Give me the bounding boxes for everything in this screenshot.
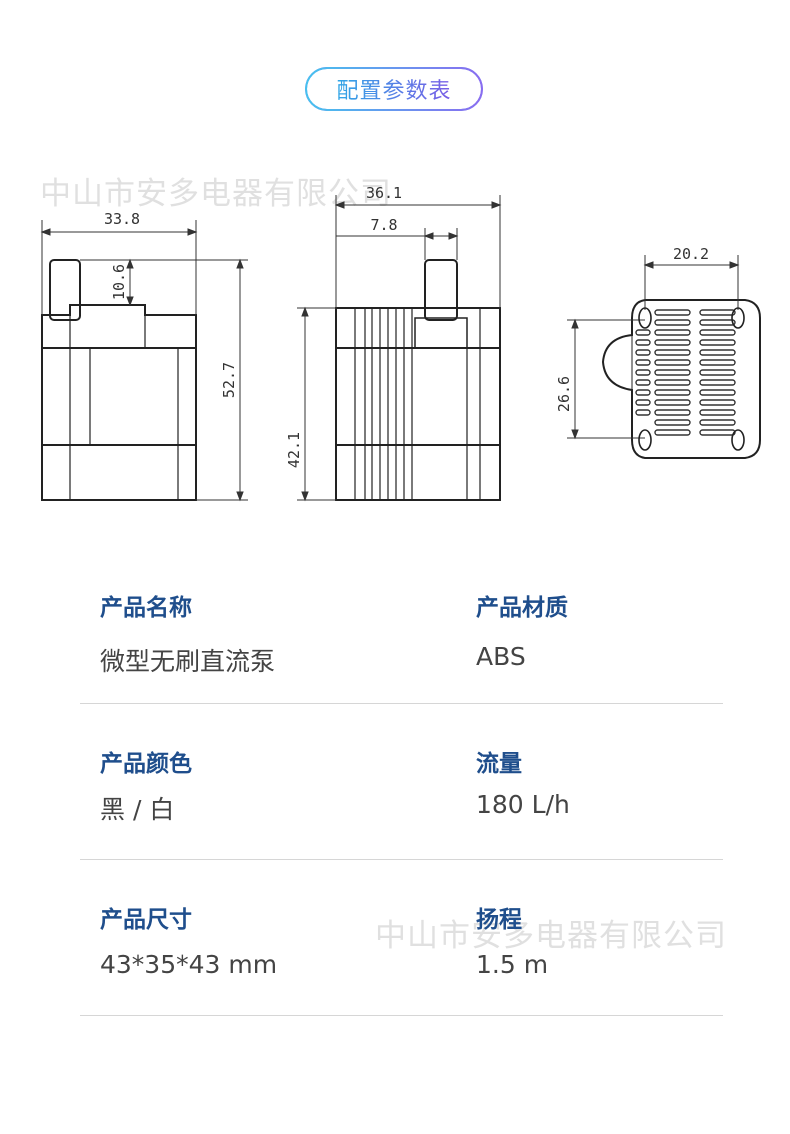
- spec-cell: 扬程 1.5 m: [476, 900, 548, 979]
- grille-slot: [699, 359, 736, 366]
- dim-side-pin-offset: 7.8: [370, 216, 397, 234]
- spec-value: 43*35*43 mm: [100, 950, 278, 979]
- grille-slot: [635, 349, 651, 356]
- spec-row-2: 产品颜色 黑 / 白 流量 180 L/h: [80, 704, 723, 860]
- grille-slot: [654, 349, 691, 356]
- dim-side-width: 36.1: [366, 184, 402, 202]
- grille-slot: [699, 379, 736, 386]
- spec-value: 微型无刷直流泵: [100, 647, 276, 676]
- watermark-top: 中山市安多电器有限公司: [40, 176, 392, 212]
- dim-front-pin: 10.6: [110, 264, 128, 300]
- grille-slot: [654, 309, 691, 316]
- grille-slot: [699, 329, 736, 336]
- technical-drawing: 33.8 10.6 52.7 36.1 7.8 42.1 20.2 26.6: [40, 184, 761, 502]
- spec-cell: 产品材质 ABS: [476, 588, 568, 671]
- grille-slot: [635, 329, 651, 336]
- spec-label: 扬程: [476, 907, 522, 933]
- section-title-pill: 配置参数表: [305, 67, 483, 111]
- dim-bottom-y: 26.6: [555, 376, 573, 412]
- section-title: 配置参数表: [336, 73, 451, 105]
- spec-label: 产品名称: [100, 595, 192, 621]
- spec-label: 产品材质: [476, 595, 568, 621]
- grille-slot: [699, 309, 736, 316]
- dim-front-height: 52.7: [220, 362, 238, 398]
- grille-slot: [654, 379, 691, 386]
- spec-row-3: 产品尺寸 43*35*43 mm 扬程 1.5 m: [80, 860, 723, 1016]
- side-view: [335, 259, 501, 501]
- grille-slot: [635, 359, 651, 366]
- spec-label: 产品尺寸: [100, 907, 192, 933]
- grille-slot: [654, 329, 691, 336]
- front-view: [41, 259, 197, 501]
- grille-slot: [699, 389, 736, 396]
- grille-slot: [699, 339, 736, 346]
- grille-slot: [654, 409, 691, 416]
- grille-slot: [699, 369, 736, 376]
- grille-slot: [654, 369, 691, 376]
- spec-cell: 产品名称 微型无刷直流泵: [100, 588, 275, 678]
- grille-slot: [699, 409, 736, 416]
- grille-slot: [654, 359, 691, 366]
- watermark-bottom: 中山市安多电器有限公司: [375, 918, 727, 954]
- dim-bottom-x: 20.2: [673, 245, 709, 263]
- grille-slot: [699, 429, 736, 436]
- grille-slot: [699, 399, 736, 406]
- bottom-view: [601, 299, 761, 459]
- grille-slot: [699, 319, 736, 326]
- grille-slot: [654, 429, 691, 436]
- spec-cell: 流量 180 L/h: [476, 744, 570, 819]
- grille-slot: [654, 389, 691, 396]
- spec-value: ABS: [476, 642, 526, 671]
- spec-value: 黑 / 白: [100, 795, 175, 824]
- grille-slot: [654, 399, 691, 406]
- grille-slot: [635, 389, 651, 396]
- spec-cell: 产品尺寸 43*35*43 mm: [100, 900, 277, 979]
- spec-cell: 产品颜色 黑 / 白: [100, 744, 192, 826]
- spec-label: 流量: [476, 751, 522, 777]
- grille-slot: [635, 369, 651, 376]
- grille-slot: [699, 419, 736, 426]
- spec-label: 产品颜色: [100, 751, 192, 777]
- grille-slot: [635, 379, 651, 386]
- grille-slot: [699, 349, 736, 356]
- grille-slot: [654, 419, 691, 426]
- dim-side-height: 42.1: [285, 432, 303, 468]
- spec-value: 180 L/h: [476, 790, 570, 819]
- grille-slot: [635, 409, 651, 416]
- grille-slot: [635, 399, 651, 406]
- grille-slot: [654, 319, 691, 326]
- dim-front-width: 33.8: [104, 210, 140, 228]
- grille-slot: [654, 339, 691, 346]
- grille-slot: [635, 339, 651, 346]
- spec-row-1: 产品名称 微型无刷直流泵 产品材质 ABS: [80, 548, 723, 704]
- spec-value: 1.5 m: [476, 950, 549, 979]
